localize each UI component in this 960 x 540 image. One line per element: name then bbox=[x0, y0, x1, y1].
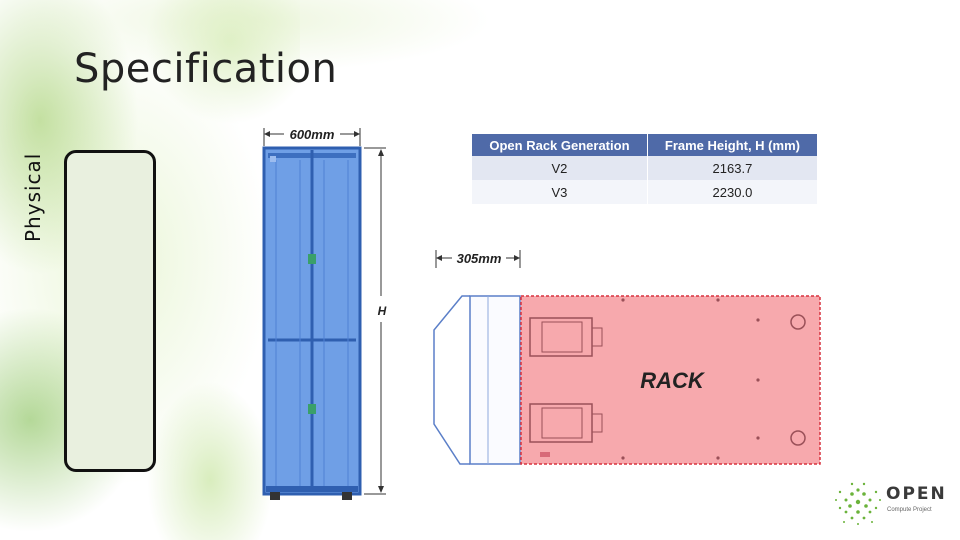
rack-marker bbox=[540, 452, 550, 457]
height-arrowhead-bottom bbox=[378, 486, 384, 493]
door-panel bbox=[469, 295, 521, 465]
ocp-logo-subtitle: Compute Project bbox=[887, 507, 932, 513]
table-cell-height: 2163.7 bbox=[647, 156, 819, 180]
rack-rivet bbox=[716, 456, 720, 460]
rack-rivet bbox=[716, 298, 720, 302]
width-dimension-label: 600mm bbox=[290, 127, 335, 142]
rack-label: RACK bbox=[640, 368, 706, 393]
rack-foot-left bbox=[270, 492, 280, 500]
width-arrowhead-left bbox=[264, 131, 270, 137]
ocp-logo-dots bbox=[835, 482, 881, 525]
width-arrowhead-right bbox=[354, 131, 360, 137]
background-foliage-top bbox=[0, 0, 560, 110]
height-label: H bbox=[378, 304, 387, 318]
rack-top-view: 305mm RACK bbox=[433, 250, 821, 465]
table-header-generation: Open Rack Generation bbox=[472, 134, 648, 156]
rack-hole-lower bbox=[790, 430, 806, 446]
table-row: V2 2163.7 bbox=[472, 156, 819, 180]
frame-height-table: Open Rack Generation Frame Height, H (mm… bbox=[472, 134, 819, 204]
ocp-logo-name: OPEN bbox=[886, 484, 947, 504]
slide-title: Specification bbox=[74, 46, 338, 92]
depth-dimension-label: 305mm bbox=[457, 251, 502, 266]
rack-bracket-lower-inner bbox=[541, 407, 583, 439]
depth-arrowhead-left bbox=[436, 255, 442, 261]
rack-rivet bbox=[756, 378, 760, 382]
rack-rivet bbox=[621, 298, 625, 302]
table-cell-height: 2230.0 bbox=[647, 180, 819, 204]
rack-corner-screw bbox=[270, 156, 276, 162]
rack-top-body bbox=[520, 295, 821, 465]
table-row: V3 2230.0 bbox=[472, 180, 819, 204]
rack-rivet bbox=[756, 318, 760, 322]
rack-base bbox=[266, 486, 358, 492]
rack-rivet bbox=[756, 436, 760, 440]
rack-rivet bbox=[621, 456, 625, 460]
rack-bracket-upper-tab bbox=[591, 327, 603, 347]
rack-front-view: 600mm H bbox=[262, 127, 387, 500]
rack-hole-upper bbox=[790, 314, 806, 330]
height-arrowhead-top bbox=[378, 149, 384, 156]
door-outline bbox=[433, 295, 470, 465]
ocp-logo-mark bbox=[835, 482, 881, 525]
rack-latch-upper bbox=[308, 254, 316, 264]
physical-category-box bbox=[64, 150, 156, 472]
rack-foot-right bbox=[342, 492, 352, 500]
rack-bracket-lower-tab bbox=[591, 413, 603, 433]
table-cell-generation: V3 bbox=[472, 180, 648, 204]
table-header-frame-height: Frame Height, H (mm) bbox=[647, 134, 819, 156]
table-cell-generation: V2 bbox=[472, 156, 648, 180]
rack-latch-lower bbox=[308, 404, 316, 414]
rack-bracket-upper-inner bbox=[541, 321, 583, 353]
depth-arrowhead-right bbox=[514, 255, 520, 261]
